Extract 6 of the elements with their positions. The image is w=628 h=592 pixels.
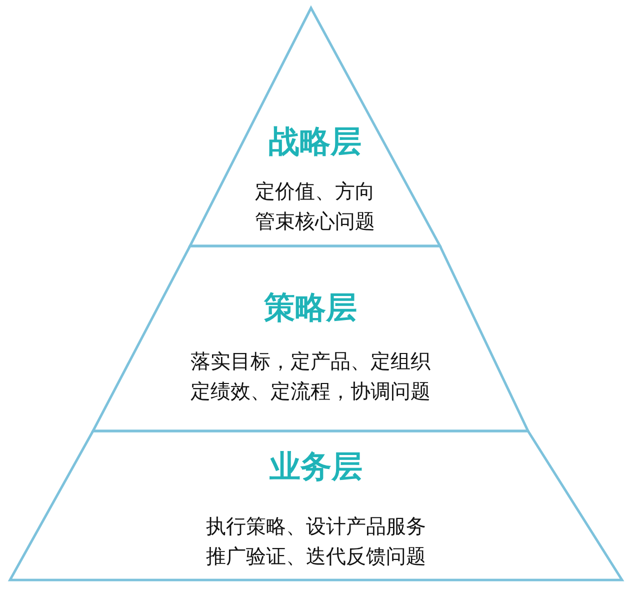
- tier-description: 落实目标，定产品、定组织定绩效、定流程，协调问题: [190, 348, 432, 405]
- tier-description: 定价值、方向管束核心问题: [254, 178, 376, 235]
- tier-heading: 战略层: [268, 124, 362, 160]
- tier-description: 执行策略、设计产品服务推广验证、迭代反馈问题: [205, 513, 427, 570]
- tier-heading: 业务层: [270, 449, 362, 485]
- tier-heading: 策略层: [264, 290, 357, 326]
